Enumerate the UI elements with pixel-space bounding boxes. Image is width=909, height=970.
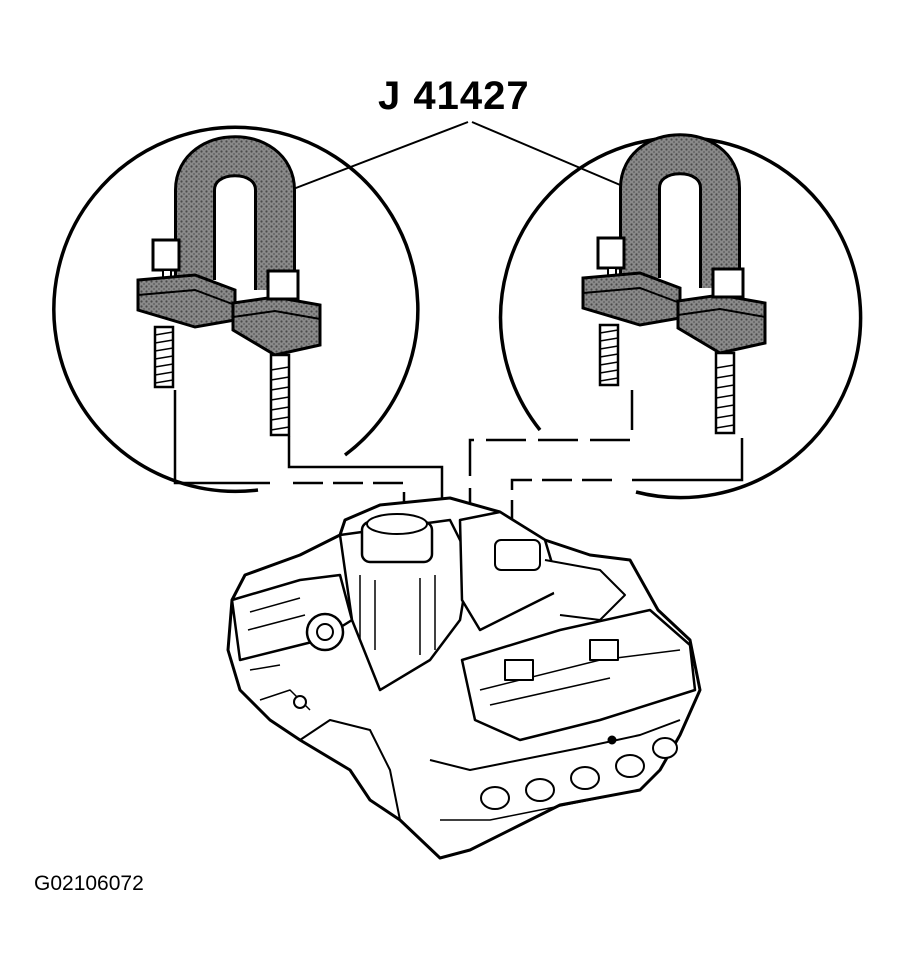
right-lift-bracket-icon bbox=[583, 154, 765, 433]
right-detail-circle bbox=[498, 135, 863, 500]
figure-id: G02106072 bbox=[34, 872, 144, 895]
left-lift-bracket-icon bbox=[138, 156, 320, 435]
v8-engine-icon bbox=[226, 496, 702, 860]
tool-number-label: J 41427 bbox=[378, 74, 530, 118]
leader-lines bbox=[274, 121, 633, 197]
left-detail-circle bbox=[52, 125, 420, 494]
